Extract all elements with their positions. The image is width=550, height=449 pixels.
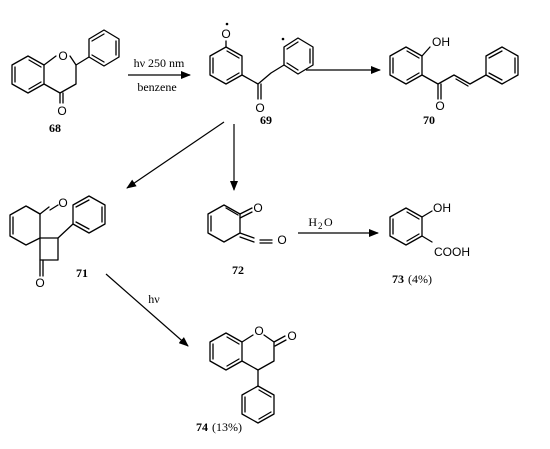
condition-water-subscript: 2 [318,221,323,231]
compound-number-72: 72 [232,263,244,277]
compound-number-71: 71 [76,266,88,280]
compound-74-caption: 74 (13%) [196,420,242,434]
ring-oxygen-label: O [254,324,263,338]
compound-number-73: 73 [392,272,404,286]
compound-73-caption: 73 (4%) [392,272,432,286]
ketone-oxygen-label: O [58,196,67,210]
phenoxy-oxygen-label: O [221,27,230,41]
condition-hv-250nm: hν 250 nm [134,56,185,70]
arrow-68-to-69: hν 250 nm benzene [128,56,191,94]
radical-dot-oxygen [225,22,229,26]
compound-72: O O 72 [207,201,287,277]
compound-73: OH COOH 73 (4%) [389,201,470,286]
radical-dot-carbon [281,37,285,41]
compound-number-74: 74 [196,420,208,434]
compound-70: OH O 70 [389,35,519,127]
ketene-oxygen-label: O [277,233,286,247]
compound-73-yield: (4%) [408,272,432,286]
compound-74-yield: (13%) [212,420,242,434]
cyclobutanone-oxygen-label: O [35,276,44,290]
compound-number-68: 68 [49,121,61,135]
arrow-69-to-71 [126,121,225,189]
compound-71: O O 71 [9,195,106,290]
compound-74: O O 74 (13%) [196,324,297,434]
compound-68: O O 68 [11,29,120,135]
condition-hv: hν [148,292,160,306]
carbonyl-oxygen-label: O [435,99,444,113]
arrow-71-to-74: hν [105,273,189,347]
arrow-72-to-73: H 2 O [298,215,379,237]
compound-69: O O 69 [209,22,314,127]
compound-number-70: 70 [423,113,435,127]
condition-water-o: O [324,215,333,229]
carbonyl-oxygen-label: O [255,101,264,115]
hydroxyl-label: OH [432,35,450,49]
carbonyl-oxygen-label: O [57,104,66,118]
lactone-carbonyl-oxygen-label: O [287,329,296,343]
carboxyl-label: COOH [434,245,470,259]
condition-benzene: benzene [137,80,176,94]
condition-water-h: H [308,215,317,229]
compound-number-69: 69 [260,113,272,127]
hydroxyl-label: OH [433,201,451,215]
ketone-oxygen-label: O [253,201,262,215]
ring-oxygen-label: O [58,49,67,63]
